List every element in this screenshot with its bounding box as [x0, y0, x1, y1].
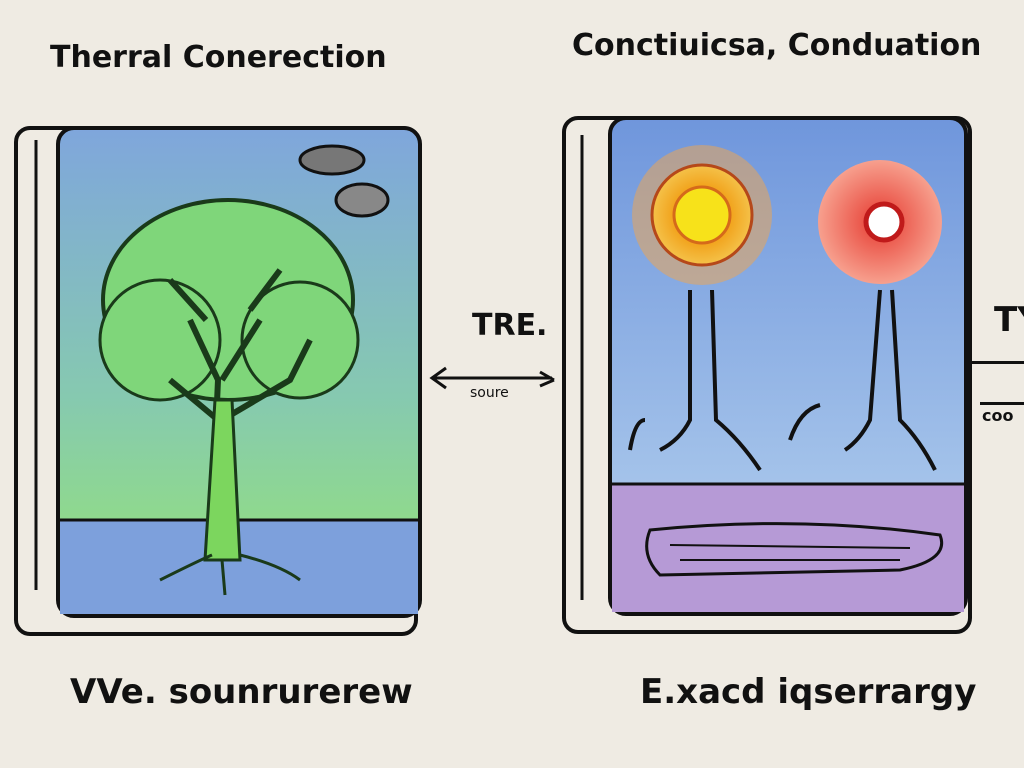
- double-arrow-icon: [429, 366, 555, 390]
- left-title: Therral Conerection: [50, 40, 387, 75]
- red-orb-icon: [818, 160, 942, 284]
- middle-label: TRE.: [472, 308, 548, 343]
- edge-underline: [980, 402, 1024, 405]
- edge-divider: [970, 361, 1024, 364]
- arrow-label: soure: [470, 385, 509, 401]
- edge-label-top: TY: [994, 300, 1024, 340]
- roots-icon: [628, 289, 937, 472]
- right-title: Conctiuicsa, Conduation: [572, 28, 982, 63]
- tree-icon: [98, 198, 360, 596]
- left-caption: VVe. sounrurerew: [70, 672, 413, 712]
- sun-icon: [632, 145, 772, 285]
- edge-label-bottom: coo: [982, 406, 1014, 425]
- cloud-icon: [298, 144, 390, 218]
- right-caption: E.xacd iqserrargy: [640, 672, 977, 712]
